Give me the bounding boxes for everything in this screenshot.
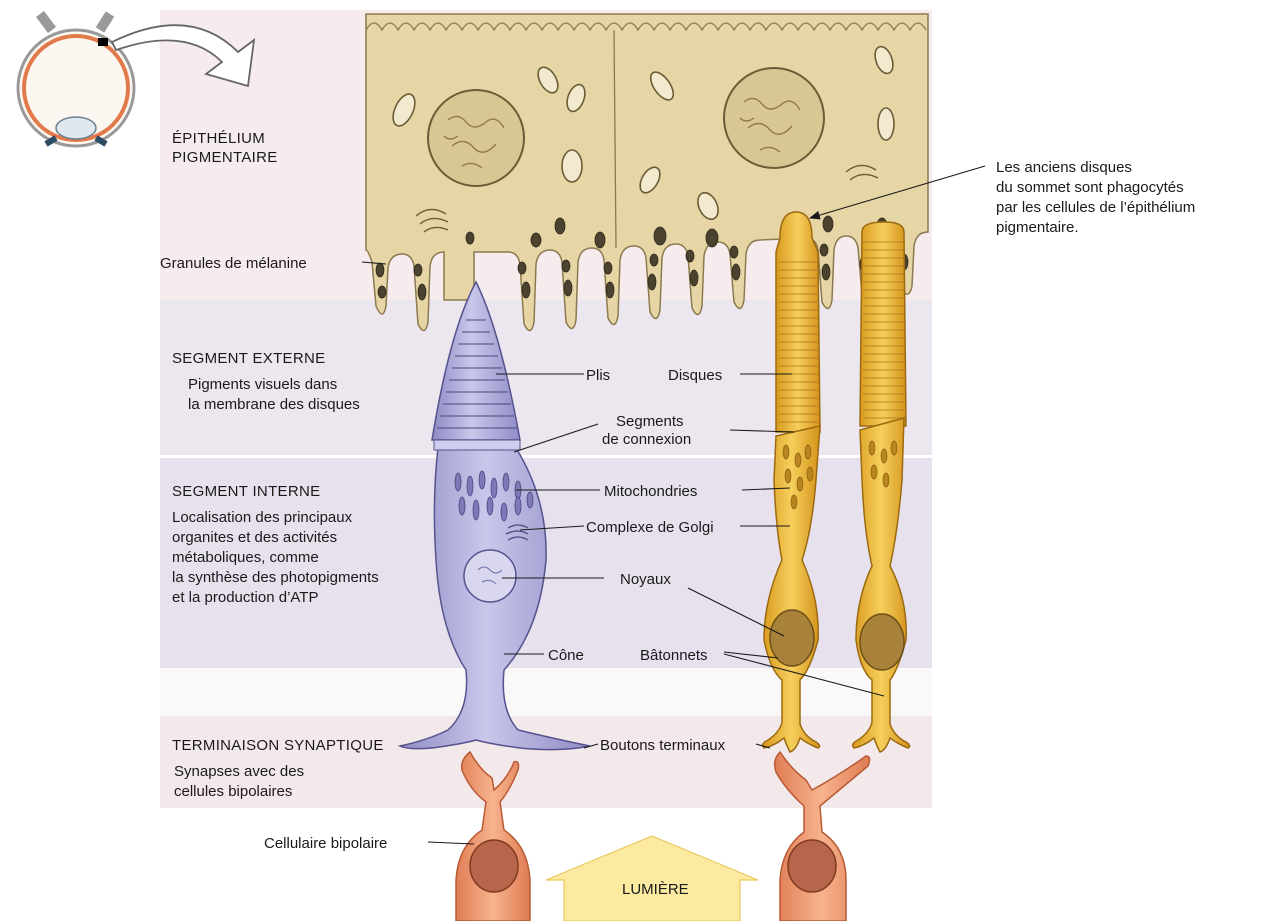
label-phagocytosis-line3: par les cellules de l’épithélium (996, 199, 1195, 216)
inner-desc-line3: métaboliques, comme (172, 549, 319, 566)
heading-synaptic: TERMINAISON SYNAPTIQUE (172, 737, 384, 754)
heading-outer-segment: SEGMENT EXTERNE (172, 350, 325, 367)
outer-desc-line2: la membrane des disques (188, 396, 360, 413)
label-mitochondria: Mitochondries (604, 483, 697, 500)
label-folds: Plis (586, 367, 610, 384)
label-connecting-line2: de connexion (602, 431, 691, 448)
label-rods: Bâtonnets (640, 647, 708, 664)
heading-epithelium-line1: ÉPITHÉLIUM (172, 130, 265, 147)
heading-inner-segment: SEGMENT INTERNE (172, 483, 320, 500)
label-phagocytosis-line2: du sommet sont phagocytés (996, 179, 1184, 196)
rod1-outer-segment (776, 212, 820, 432)
synaptic-desc-line1: Synapses avec des (174, 763, 304, 780)
label-light: LUMIÈRE (622, 881, 689, 898)
epithelium-nucleus-left (428, 90, 524, 186)
label-terminal-buttons: Boutons terminaux (600, 737, 726, 754)
epithelium-nucleus-right (724, 68, 824, 168)
bipolar-nucleus-right (788, 840, 836, 892)
outer-desc-line1: Pigments visuels dans (188, 376, 337, 393)
cone-nucleus (464, 550, 516, 602)
eye-icon (18, 14, 134, 146)
label-discs: Disques (668, 367, 722, 384)
label-phagocytosis-line1: Les anciens disques (996, 159, 1132, 176)
inner-desc-line2: organites et des activités (172, 529, 337, 546)
band-gap (160, 668, 932, 716)
label-cone: Cône (548, 647, 584, 664)
inner-desc-line4: la synthèse des photopigments (172, 569, 379, 586)
label-connecting-line1: Segments (616, 413, 684, 430)
light-arrow-icon (546, 836, 758, 921)
synaptic-desc-line2: cellules bipolaires (174, 783, 292, 800)
rod1-discs (778, 262, 818, 422)
inner-desc-line1: Localisation des principaux (172, 509, 353, 526)
label-melanin: Granules de mélanine (160, 255, 307, 272)
heading-epithelium-line2: PIGMENTAIRE (172, 149, 278, 166)
label-nuclei: Noyaux (620, 571, 671, 588)
rod2-outer-segment (860, 222, 906, 426)
rod2-nucleus (860, 614, 904, 670)
label-golgi: Complexe de Golgi (586, 519, 714, 536)
inner-desc-line5: et la production d’ATP (172, 589, 318, 606)
label-phagocytosis-line4: pigmentaire. (996, 219, 1079, 236)
bipolar-nucleus-left (470, 840, 518, 892)
label-bipolar: Cellulaire bipolaire (264, 835, 387, 852)
cone-connecting-segment (434, 440, 520, 450)
